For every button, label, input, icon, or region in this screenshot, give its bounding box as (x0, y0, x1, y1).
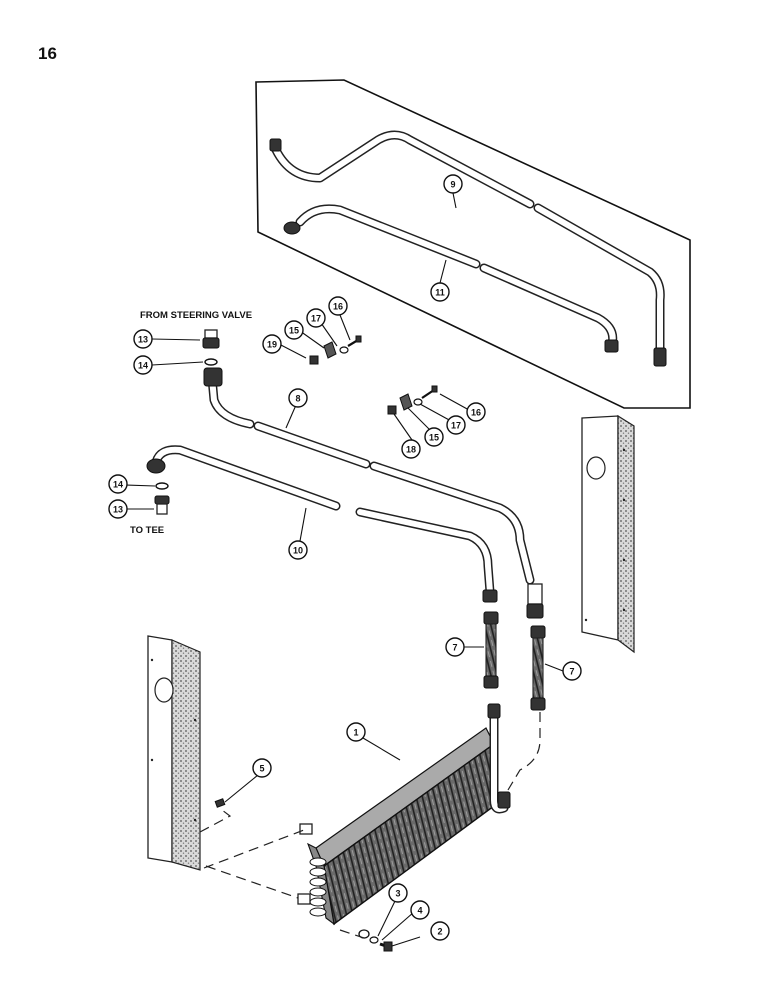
callout-15-lower: 15 (424, 427, 444, 447)
clip-5 (214, 798, 226, 808)
tube-10 (146, 445, 498, 603)
note-from-steering-valve: FROM STEERING VALVE (140, 310, 252, 321)
tube-8 (203, 367, 544, 619)
callout-4: 4 (410, 900, 430, 920)
svg-text:1: 1 (353, 728, 358, 738)
svg-text:7: 7 (452, 643, 457, 653)
callout-11: 11 (430, 282, 450, 302)
callout-17-upper: 17 (306, 308, 326, 328)
svg-text:10: 10 (293, 546, 303, 556)
fitting-13-lower (154, 495, 170, 515)
callout-2: 2 (430, 921, 450, 941)
tube-11 (283, 204, 619, 353)
svg-text:14: 14 (138, 361, 148, 371)
inset-panel (255, 79, 691, 409)
svg-text:17: 17 (311, 314, 321, 324)
callout-8: 8 (288, 388, 308, 408)
callout-17-lower: 17 (446, 415, 466, 435)
svg-text:14: 14 (113, 480, 123, 490)
right-side-shield (581, 414, 635, 654)
svg-text:16: 16 (471, 408, 481, 418)
svg-text:8: 8 (295, 394, 300, 404)
svg-text:15: 15 (289, 326, 299, 336)
svg-text:13: 13 (113, 505, 123, 515)
callout-16-upper: 16 (328, 296, 348, 316)
svg-text:2: 2 (437, 927, 442, 937)
leader-lines (125, 192, 564, 947)
fitting-13-upper (202, 329, 220, 349)
svg-text:9: 9 (450, 180, 455, 190)
assembly-lines (199, 712, 541, 941)
mounting-hardware-2-3-4 (358, 929, 393, 952)
svg-text:5: 5 (259, 764, 264, 774)
svg-text:18: 18 (406, 445, 416, 455)
callout-5: 5 (252, 758, 272, 778)
callout-15-upper: 15 (284, 320, 304, 340)
o-ring-14-upper (204, 358, 218, 366)
note-to-tee: TO TEE (130, 525, 164, 536)
callout-13-upper: 13 (133, 329, 153, 349)
oil-cooler-1 (297, 703, 511, 926)
hose-7-right (530, 625, 546, 711)
callout-3: 3 (388, 883, 408, 903)
callout-7-left: 7 (445, 637, 465, 657)
callout-14-lower: 14 (108, 474, 128, 494)
svg-text:3: 3 (395, 889, 400, 899)
callout-18: 18 (401, 439, 421, 459)
hose-7-left (483, 611, 499, 689)
svg-text:4: 4 (417, 906, 422, 916)
callout-10: 10 (288, 540, 308, 560)
callout-9: 9 (443, 174, 463, 194)
svg-text:19: 19 (267, 340, 277, 350)
tube-9 (269, 130, 667, 367)
clamp-hardware-lower (387, 385, 438, 415)
left-side-shield (147, 635, 201, 871)
callout-14-upper: 14 (133, 355, 153, 375)
callout-19: 19 (262, 334, 282, 354)
clamp-hardware-upper (309, 335, 362, 365)
svg-text:16: 16 (333, 302, 343, 312)
svg-text:17: 17 (451, 421, 461, 431)
svg-text:15: 15 (429, 433, 439, 443)
svg-text:11: 11 (435, 288, 445, 298)
callout-16-lower: 16 (466, 402, 486, 422)
o-ring-14-lower (155, 482, 169, 490)
svg-text:13: 13 (138, 335, 148, 345)
callout-13-lower: 13 (108, 499, 128, 519)
callout-1: 1 (346, 722, 366, 742)
callout-7-right: 7 (562, 661, 582, 681)
page-number: 16 (38, 44, 57, 63)
svg-text:7: 7 (569, 667, 574, 677)
